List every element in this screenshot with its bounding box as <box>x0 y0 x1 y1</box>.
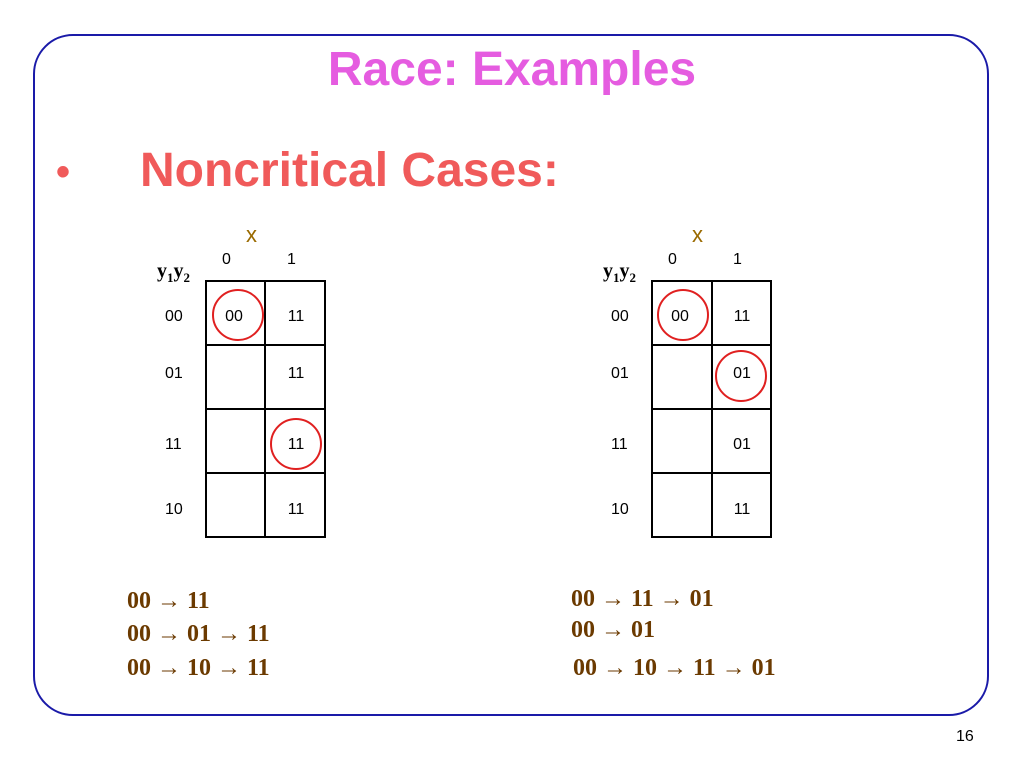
column-label-0: 0 <box>668 251 677 268</box>
stable-state-circle <box>657 289 709 341</box>
kmap-row-divider <box>651 472 772 474</box>
kmap-row-divider <box>651 408 772 410</box>
row-label-10: 10 <box>165 501 183 518</box>
kmap-row-divider <box>205 344 326 346</box>
row-header-y1y2: y1y2 <box>603 260 636 285</box>
stable-state-circle <box>270 418 322 470</box>
row-label-10: 10 <box>611 501 629 518</box>
kmap-row-divider <box>205 408 326 410</box>
slide-title: Race: Examples <box>327 43 697 96</box>
row-label-00: 00 <box>165 308 183 325</box>
kmap-cell: 11 <box>287 365 305 382</box>
kmap-row-divider <box>651 344 772 346</box>
section-heading: Noncritical Cases: <box>140 144 559 197</box>
x-variable-label: x <box>692 222 703 247</box>
bullet-marker: • <box>56 150 71 194</box>
transition-sequence: 00 → 11 → 01 <box>571 586 714 612</box>
row-label-11: 11 <box>611 436 628 453</box>
kmap-cell: 11 <box>733 308 751 325</box>
row-label-11: 11 <box>165 436 182 453</box>
kmap-cell: 01 <box>733 436 751 453</box>
x-variable-label: x <box>246 222 257 247</box>
column-label-0: 0 <box>222 251 231 268</box>
column-label-1: 1 <box>287 251 296 268</box>
transition-sequence: 00 → 11 <box>127 588 210 614</box>
row-label-00: 00 <box>611 308 629 325</box>
kmap-cell: 11 <box>287 501 305 518</box>
column-label-1: 1 <box>733 251 742 268</box>
row-header-y1y2: y1y2 <box>157 260 190 285</box>
kmap-row-divider <box>205 472 326 474</box>
row-label-01: 01 <box>611 365 629 382</box>
row-label-01: 01 <box>165 365 183 382</box>
stable-state-circle <box>212 289 264 341</box>
transition-sequence: 00 → 10 → 11 <box>127 655 270 681</box>
transition-sequence: 00 → 01 <box>571 617 655 643</box>
kmap-cell: 11 <box>733 501 751 518</box>
transition-sequence: 00 → 10 → 11 → 01 <box>573 655 776 681</box>
transition-sequence: 00 → 01 → 11 <box>127 621 270 647</box>
page-number: 16 <box>956 728 974 745</box>
slide-frame <box>33 34 989 716</box>
stable-state-circle <box>715 350 767 402</box>
kmap-cell: 11 <box>287 308 305 325</box>
